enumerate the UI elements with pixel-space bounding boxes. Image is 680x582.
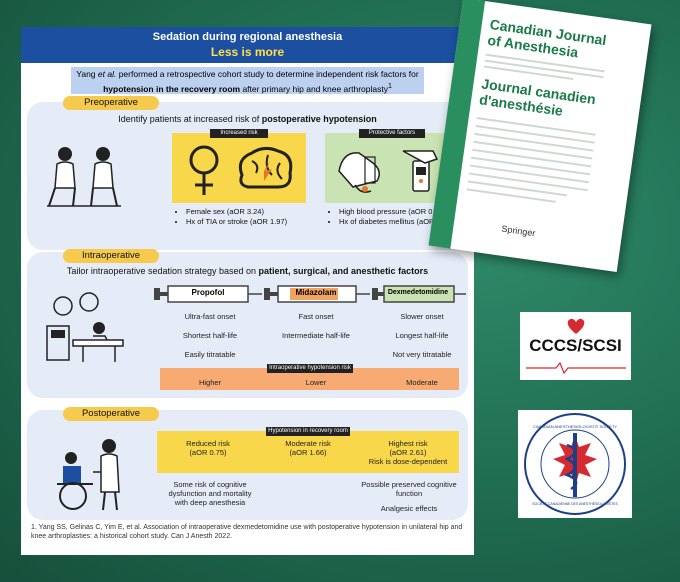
list-item: Female sex (aOR 3.24): [186, 207, 287, 216]
increased-risk-list: Female sex (aOR 3.24) Hx of TIA or strok…: [177, 206, 287, 227]
cas-logo: CANADIAN ANESTHESIOLOGISTS' SOCIETY SOCI…: [518, 410, 632, 518]
journal-text-line: [467, 180, 568, 197]
title-bar: Sedation during regional anesthesia Less…: [21, 27, 474, 63]
protective-factors-box: Protective factors: [325, 129, 459, 203]
wheelchair-patient-icon: [57, 439, 120, 511]
midazolam-risk: Lower: [305, 378, 327, 387]
midazolam-half-life: Intermediate half-life: [282, 331, 350, 340]
recovery-risk-label: Hypotension in recovery room: [266, 427, 350, 436]
cccs-logo-text: CCCS/SCSI: [529, 336, 622, 355]
propofol-titration: Easily titratable: [184, 350, 236, 359]
recovery-risk-box: Hypotension in recovery room Reduced ris…: [157, 427, 459, 473]
maple-heart-icon: [567, 318, 585, 334]
protective-factors-list: High blood pressure (aOR 0.98) Hx of dia…: [330, 206, 454, 227]
dexmedetomidine-syringe-icon: [372, 285, 466, 303]
postoperative-tab: Postoperative: [63, 407, 159, 421]
risk-aor: (aOR 2.61): [389, 448, 427, 457]
list-item: High blood pressure (aOR 0.98): [339, 207, 454, 216]
intraop-risk-label: Intraoperative hypotension risk: [267, 364, 353, 373]
preoperative-heading: Identify patients at increased risk of p…: [27, 114, 468, 124]
intro-text: Yang: [76, 69, 98, 79]
intraop-heading-text: Tailor intraoperative sedation strategy …: [66, 266, 259, 276]
dexmedetomidine-onset: Slower onset: [400, 312, 444, 321]
postop-note-right-1: Possible preserved cognitive function: [361, 480, 457, 498]
increased-risk-label: Increased risk: [210, 129, 268, 138]
poster-subtitle: Less is more: [210, 45, 285, 59]
dexmedetomidine-titration: Not very titratable: [392, 350, 452, 359]
cccs-logo: CCCS/SCSI: [520, 312, 631, 380]
female-symbol-icon: [189, 145, 219, 195]
risk-aor: (aOR 1.66): [289, 448, 327, 457]
intraoperative-tab: Intraoperative: [63, 249, 159, 263]
reference-number: 1.: [31, 524, 37, 531]
reference-text: Yang SS, Gelinas C, Yim E, et al. Associ…: [31, 524, 463, 540]
midazolam-onset: Fast onset: [298, 312, 334, 321]
intraop-heading-bold: patient, surgical, and anesthetic factor…: [258, 266, 429, 276]
brain-icon: [238, 146, 293, 189]
poster-title: Sedation during regional anesthesia: [152, 31, 343, 43]
list-item: Hx of diabetes mellitus (aOR 0.63): [339, 217, 454, 226]
risk-level: Reduced risk: [186, 439, 230, 448]
list-item: Hx of TIA or stroke (aOR 1.97): [186, 217, 287, 226]
blood-pressure-glucose-icon: [338, 150, 439, 193]
intro-text-2: performed a retrospective cohort study t…: [116, 69, 419, 79]
preop-heading-text: Identify patients at increased risk of: [118, 114, 262, 124]
preoperative-tab: Preoperative: [63, 96, 159, 110]
postop-note-right-2: Analgesic effects: [380, 504, 438, 513]
cas-seal-text-top: CANADIAN ANESTHESIOLOGISTS' SOCIETY: [532, 424, 618, 429]
intraoperative-heading: Tailor intraoperative sedation strategy …: [27, 266, 468, 276]
postoperative-section: Postoperative Hypotension in recovery ro…: [27, 407, 468, 520]
propofol-onset: Ultra-fast onset: [184, 312, 236, 321]
propofol-syringe-icon: [154, 285, 262, 303]
preop-heading-bold: postoperative hypotension: [261, 114, 377, 124]
journal-publisher: Springer: [500, 223, 537, 239]
propofol-recovery-risk: Reduced risk (aOR 0.75): [161, 439, 255, 457]
propofol-risk: Higher: [198, 378, 222, 387]
drug-name-dexmedetomidine: Dexmedetomidine: [387, 289, 449, 296]
risk-note: Risk is dose-dependent: [368, 457, 448, 466]
cas-seal-icon: [524, 413, 626, 515]
infographic-poster: Sedation during regional anesthesia Less…: [21, 27, 474, 555]
intro-bold: hypotension in the recovery room: [103, 83, 241, 94]
operating-room-icon: [46, 292, 124, 362]
cas-seal-text-bottom: SOCIÉTÉ CANADIENNE DES ANESTHÉSIOLOGISTE…: [532, 502, 618, 506]
reference: 1. Yang SS, Gelinas C, Yim E, et al. Ass…: [31, 523, 471, 541]
postop-note-left: Some risk of cognitive dysfunction and m…: [168, 480, 252, 507]
propofol-half-life: Shortest half-life: [182, 331, 238, 340]
journal-cover: Canadian Journal of Anesthesia Journal c…: [428, 0, 652, 273]
risk-level: Highest risk: [388, 439, 428, 448]
intro-text-3: after primary hip and knee arthroplasty: [240, 83, 388, 94]
dexmedetomidine-half-life: Longest half-life: [395, 331, 449, 340]
midazolam-syringe-icon: [264, 285, 370, 303]
intro-etal: et al.: [97, 69, 117, 79]
doctor-patient-icon: [47, 147, 121, 207]
protective-factors-label: Protective factors: [359, 129, 425, 138]
risk-level: Moderate risk: [285, 439, 331, 448]
dexmedetomidine-recovery-risk: Highest risk (aOR 2.61) Risk is dose-dep…: [361, 439, 455, 466]
heartbeat-line-icon: [526, 362, 626, 374]
risk-aor: (aOR 0.75): [189, 448, 227, 457]
drug-name-propofol: Propofol: [191, 288, 225, 297]
intraop-risk-row: Intraoperative hypotension risk Higher L…: [160, 364, 459, 390]
midazolam-recovery-risk: Moderate risk (aOR 1.66): [261, 439, 355, 457]
preoperative-section: Preoperative Identify patients at increa…: [27, 96, 468, 250]
dexmedetomidine-risk: Moderate: [406, 378, 438, 387]
drug-name-midazolam: Midazolam: [295, 288, 337, 297]
intro-box: Yang et al. performed a retrospective co…: [71, 67, 424, 94]
intraoperative-section: Intraoperative Tailor intraoperative sed…: [27, 249, 468, 398]
increased-risk-box: Increased risk: [172, 129, 306, 203]
intro-sup: 1: [387, 82, 392, 90]
